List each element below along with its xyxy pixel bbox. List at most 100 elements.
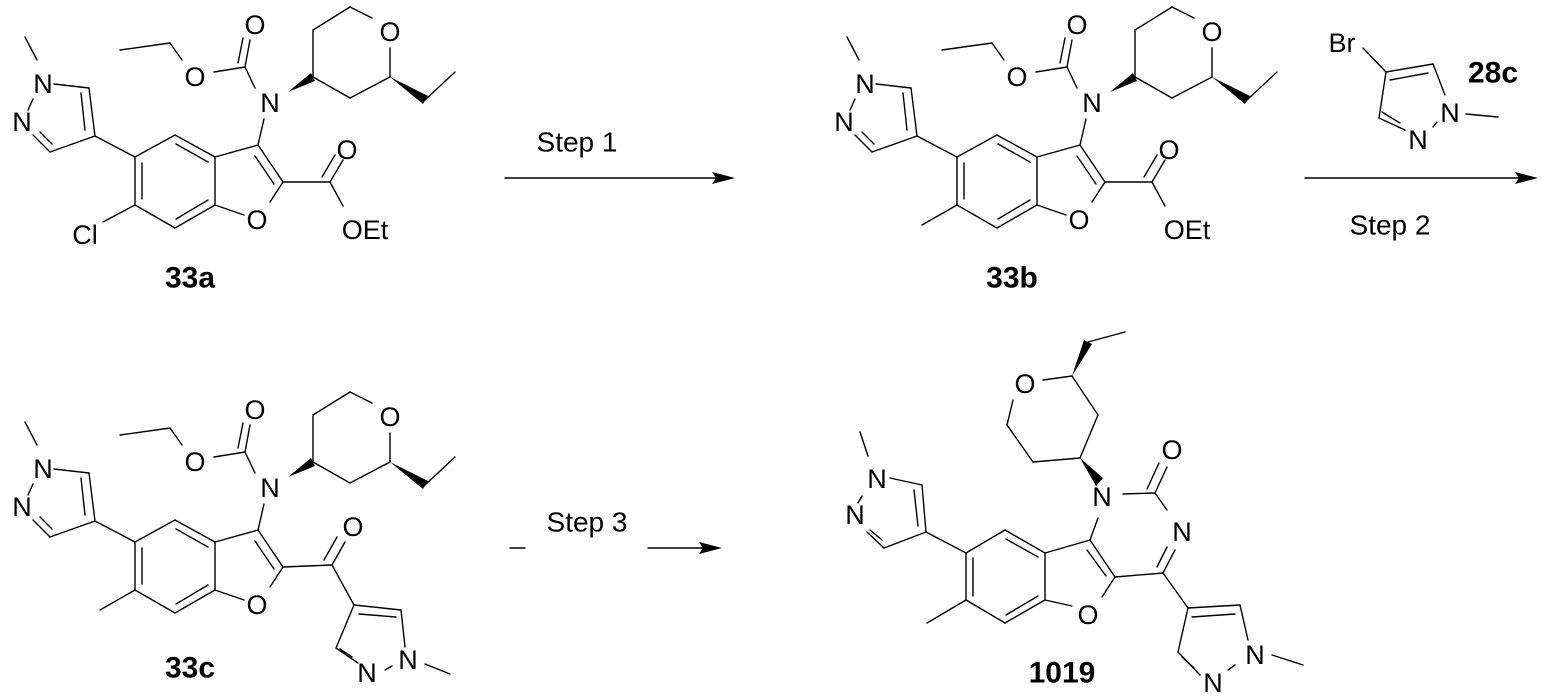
atom-label: N xyxy=(867,464,887,494)
compound-33b: NNOONOOOOEt xyxy=(834,7,1277,245)
bond xyxy=(176,144,208,162)
compound-label-33a: 33a xyxy=(165,262,215,295)
bond xyxy=(258,119,264,145)
atom-label: O xyxy=(184,62,205,92)
bond xyxy=(1433,64,1445,95)
bond xyxy=(1092,182,1105,202)
bond xyxy=(81,93,85,130)
bond xyxy=(258,530,283,567)
wedge-bond xyxy=(1110,73,1137,92)
bond xyxy=(135,205,175,228)
bond xyxy=(385,666,392,670)
bond xyxy=(245,425,250,452)
bond xyxy=(100,590,135,610)
bond xyxy=(176,529,208,547)
bond xyxy=(966,530,1005,553)
atom-label: O xyxy=(1006,62,1027,92)
bond xyxy=(860,432,868,456)
bond xyxy=(40,132,52,144)
bond xyxy=(1072,376,1098,415)
bond xyxy=(1182,657,1194,668)
bond xyxy=(350,462,390,483)
bond xyxy=(1228,665,1235,670)
atom-label: N xyxy=(1092,482,1112,512)
bond xyxy=(926,532,966,553)
atom-label: N xyxy=(1245,640,1265,670)
bond xyxy=(1178,608,1188,652)
bond xyxy=(922,485,926,532)
bond xyxy=(1006,596,1038,615)
atom-label: O xyxy=(379,17,400,47)
bond xyxy=(998,144,1030,162)
bond xyxy=(354,605,401,610)
bond xyxy=(1247,72,1277,100)
bond xyxy=(884,532,926,548)
atom-label: N xyxy=(845,500,865,530)
bond xyxy=(1135,77,1172,98)
bond xyxy=(922,205,957,225)
bond xyxy=(1172,7,1194,18)
bond xyxy=(255,541,274,569)
atom-label: N xyxy=(1408,125,1428,155)
bond xyxy=(1033,458,1080,462)
bond xyxy=(33,520,50,537)
wedge-bond xyxy=(288,73,315,92)
bond xyxy=(255,156,274,184)
bond xyxy=(258,145,283,182)
bond xyxy=(862,132,874,144)
atom-label: O xyxy=(184,447,205,477)
bond xyxy=(957,135,997,157)
atom-label: N xyxy=(1203,668,1223,697)
bond xyxy=(1172,77,1212,98)
bond xyxy=(1037,205,1066,215)
bond xyxy=(1144,155,1157,177)
bond xyxy=(425,457,455,485)
atom-label: O xyxy=(246,590,267,620)
compound-label-33c: 33c xyxy=(165,652,215,685)
bond xyxy=(313,392,350,415)
bond xyxy=(336,605,354,648)
bond xyxy=(245,452,255,473)
bond xyxy=(120,428,170,435)
bond xyxy=(1006,539,1038,557)
bond xyxy=(270,182,283,202)
bond xyxy=(992,43,1004,60)
atom-label: Br xyxy=(1329,28,1356,58)
bond xyxy=(214,452,245,457)
bond xyxy=(135,590,175,613)
atom-label: O xyxy=(1201,17,1222,47)
bond xyxy=(95,136,135,157)
bond xyxy=(238,38,243,63)
atom-label: O xyxy=(244,395,265,425)
bond xyxy=(95,521,135,542)
reagent-28c: BrNN xyxy=(1329,28,1499,155)
bond xyxy=(997,135,1037,157)
bond xyxy=(89,473,95,521)
atom-label: OEt xyxy=(1164,215,1211,245)
atom-label: O xyxy=(1014,369,1035,399)
bond xyxy=(54,469,89,473)
bond xyxy=(942,43,992,50)
bond xyxy=(870,530,882,540)
bond xyxy=(1043,376,1072,380)
bond xyxy=(1115,573,1163,577)
atom-label: O xyxy=(244,10,265,40)
bond xyxy=(998,200,1030,219)
wedge-bond xyxy=(288,458,315,477)
bond xyxy=(1060,38,1065,63)
bond xyxy=(215,530,258,542)
bond xyxy=(322,155,335,177)
bond xyxy=(1192,614,1235,617)
bond xyxy=(25,37,37,60)
bond xyxy=(1077,156,1096,184)
atom-label: N xyxy=(1440,98,1460,128)
compound-33a: NNOONOOOOEtCl xyxy=(12,7,455,250)
bond xyxy=(966,600,1005,623)
bond xyxy=(1090,518,1098,540)
compound-33c: NNOONOOONN xyxy=(12,392,455,688)
bond xyxy=(872,136,917,152)
atom-label: N xyxy=(855,69,875,99)
bond xyxy=(33,135,50,152)
bond xyxy=(359,614,396,617)
